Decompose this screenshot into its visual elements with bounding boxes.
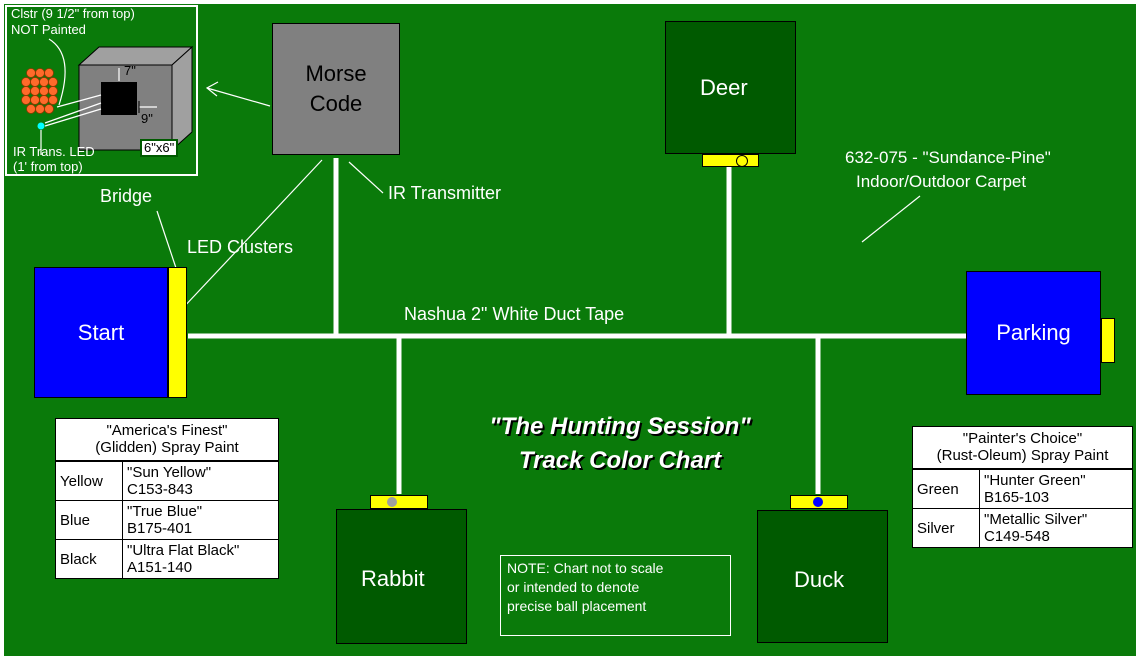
rustoleum-header: "Painter's Choice" (Rust-Oleum) Spray Pa… bbox=[913, 427, 1132, 469]
paint-name: "Metallic Silver" bbox=[984, 511, 1088, 528]
duck-ball bbox=[813, 497, 823, 507]
glidden-header-line1: "America's Finest" bbox=[106, 422, 228, 439]
ir-transmitter-label: IR Transmitter bbox=[388, 183, 502, 203]
inset-size-box: 6"x6" bbox=[140, 139, 179, 157]
inset-panel: Clstr (9 1/2" from top) NOT Painted bbox=[5, 5, 198, 176]
start-label: Start bbox=[77, 319, 125, 345]
morse-label-line2: Code bbox=[309, 91, 363, 116]
duck-block: Duck bbox=[757, 510, 888, 643]
inset-width-dim: 9" bbox=[141, 111, 153, 126]
paint-name: "Ultra Flat Black" bbox=[127, 542, 240, 559]
paint-name: "True Blue" bbox=[127, 503, 203, 520]
parking-label: Parking bbox=[996, 320, 1071, 345]
paint-name: "Hunter Green" bbox=[984, 472, 1086, 489]
deer-label: Deer bbox=[700, 75, 748, 100]
paint-spec-cell: "Ultra Flat Black" A151-140 bbox=[123, 540, 243, 578]
morse-window-icon bbox=[101, 82, 137, 115]
inset-cube-drawing bbox=[21, 38, 194, 155]
inset-pointer bbox=[206, 87, 271, 107]
rustoleum-header-line2: (Rust-Oleum) Spray Paint bbox=[936, 447, 1109, 464]
color-name-cell: Yellow bbox=[56, 462, 123, 500]
note-line1: NOTE: Chart not to scale bbox=[507, 560, 664, 576]
inset-pointer-arrowhead bbox=[205, 81, 219, 97]
morse-code-block: Morse Code bbox=[272, 23, 400, 155]
paint-spec-cell: "Hunter Green" B165-103 bbox=[980, 470, 1090, 508]
paint-code: C149-548 bbox=[984, 528, 1050, 545]
start-block: Start bbox=[34, 267, 168, 398]
glidden-paint-table: "America's Finest" (Glidden) Spray Paint… bbox=[55, 418, 279, 579]
led-clusters-label: LED Clusters bbox=[187, 237, 294, 257]
glidden-row: Black "Ultra Flat Black" A151-140 bbox=[56, 539, 278, 578]
inset-height-dim: 7" bbox=[124, 63, 136, 78]
chart-title: "The Hunting Session" Track Color Chart bbox=[430, 413, 810, 475]
glidden-header: "America's Finest" (Glidden) Spray Paint bbox=[56, 419, 278, 461]
led-clusters-pointer bbox=[180, 159, 323, 311]
paint-code: B175-401 bbox=[127, 520, 193, 537]
rabbit-plate bbox=[370, 495, 428, 509]
carpet-pointer bbox=[861, 195, 921, 243]
rabbit-label: Rabbit bbox=[361, 566, 425, 591]
glidden-row: Blue "True Blue" B175-401 bbox=[56, 500, 278, 539]
rustoleum-row: Green "Hunter Green" B165-103 bbox=[913, 469, 1132, 508]
cube-side-face bbox=[171, 45, 193, 152]
cluster-arrow-2 bbox=[44, 102, 102, 124]
rustoleum-header-line1: "Painter's Choice" bbox=[962, 430, 1083, 447]
bridge-pointer bbox=[156, 210, 177, 269]
paint-spec-cell: "True Blue" B175-401 bbox=[123, 501, 206, 539]
color-name-cell: Green bbox=[913, 470, 980, 508]
duck-label: Duck bbox=[794, 567, 845, 592]
inset-led-label-1: IR Trans. LED bbox=[13, 144, 95, 159]
scale-note: NOTE: Chart not to scale or intended to … bbox=[500, 555, 731, 636]
paint-code: B165-103 bbox=[984, 489, 1050, 506]
inset-led-label-2: (1' from top) bbox=[13, 159, 83, 174]
paint-spec-cell: "Metallic Silver" C149-548 bbox=[980, 509, 1091, 547]
glidden-header-line2: (Glidden) Spray Paint bbox=[95, 439, 239, 456]
parking-tab bbox=[1101, 318, 1115, 363]
duct-tape-label: Nashua 2" White Duct Tape bbox=[404, 304, 625, 324]
paint-code: C153-843 bbox=[127, 481, 193, 498]
morse-label-line1: Morse bbox=[305, 61, 367, 86]
bridge-label: Bridge bbox=[100, 186, 153, 206]
rabbit-block: Rabbit bbox=[336, 509, 467, 644]
led-arrow bbox=[44, 108, 102, 127]
note-line2: or intended to denote bbox=[507, 579, 640, 595]
note-line3: precise ball placement bbox=[507, 598, 647, 614]
deer-ball bbox=[736, 155, 748, 167]
ir-transmitter-pointer bbox=[348, 161, 384, 194]
glidden-row: Yellow "Sun Yellow" C153-843 bbox=[56, 461, 278, 500]
carpet-label-2: Indoor/Outdoor Carpet bbox=[856, 172, 1027, 191]
paint-spec-cell: "Sun Yellow" C153-843 bbox=[123, 462, 215, 500]
led-cluster-icon bbox=[21, 68, 58, 114]
carpet-label-1: 632-075 - "Sundance-Pine" bbox=[845, 148, 1051, 167]
chart-title-line1: "The Hunting Session" bbox=[489, 413, 751, 440]
bridge-strip bbox=[168, 267, 187, 398]
deer-block: Deer bbox=[665, 21, 796, 154]
color-name-cell: Black bbox=[56, 540, 123, 578]
color-name-cell: Blue bbox=[56, 501, 123, 539]
paint-name: "Sun Yellow" bbox=[127, 464, 212, 481]
cluster-leader bbox=[48, 38, 66, 106]
ir-led-icon bbox=[37, 122, 45, 130]
cluster-arrow-1 bbox=[56, 94, 102, 108]
rabbit-ball bbox=[387, 497, 397, 507]
inset-cluster-label-1: Clstr (9 1/2" from top) bbox=[11, 6, 135, 21]
paint-code: A151-140 bbox=[127, 559, 193, 576]
color-name-cell: Silver bbox=[913, 509, 980, 547]
parking-block: Parking bbox=[966, 271, 1101, 395]
inset-cluster-label-2: NOT Painted bbox=[11, 22, 86, 37]
rustoleum-paint-table: "Painter's Choice" (Rust-Oleum) Spray Pa… bbox=[912, 426, 1133, 548]
deer-plate bbox=[702, 154, 759, 167]
chart-title-line2: Track Color Chart bbox=[518, 447, 722, 474]
rustoleum-row: Silver "Metallic Silver" C149-548 bbox=[913, 508, 1132, 547]
